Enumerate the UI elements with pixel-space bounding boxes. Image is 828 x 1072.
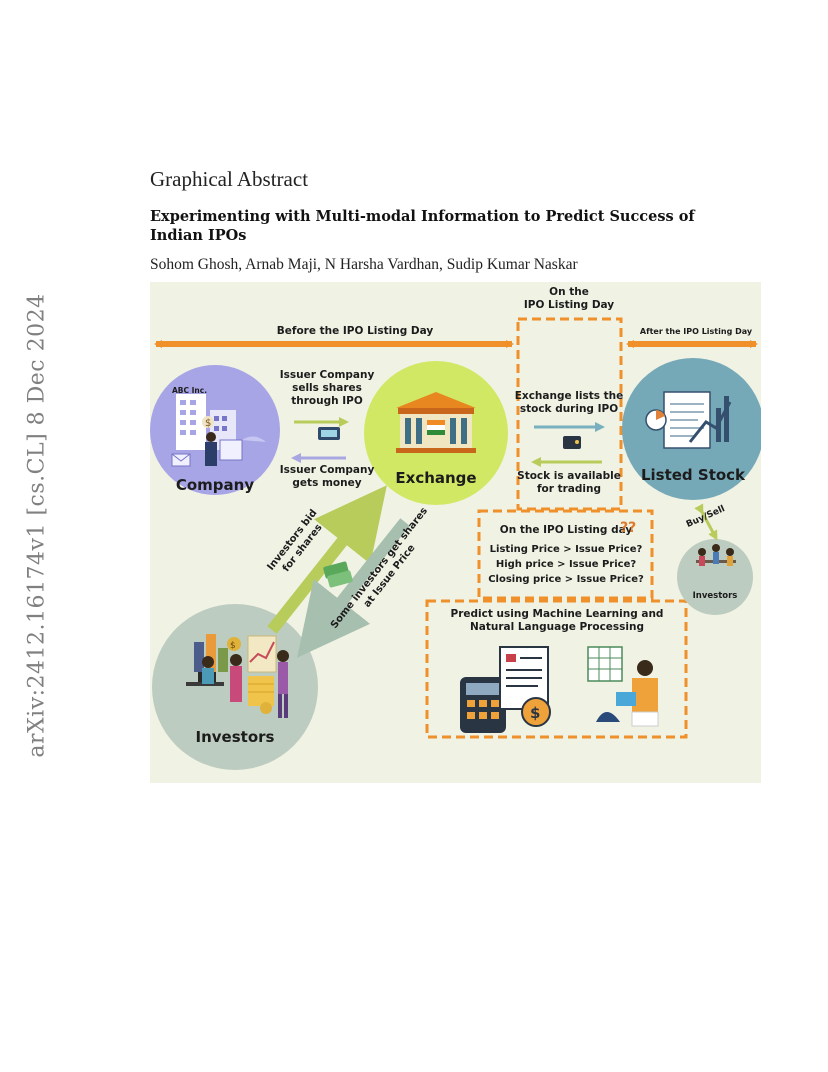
exchange-building-icon (396, 392, 476, 453)
section-title: Graphical Abstract (150, 167, 309, 191)
issuer-sells-label: Issuer Company sells shares through IPO (279, 369, 375, 408)
arxiv-identifier: arXiv:2412.16174v1 [cs.CL] 8 Dec 2024 (24, 292, 50, 758)
paper-title: Experimenting with Multi-modal Informati… (150, 208, 695, 244)
company-label: Company (175, 476, 255, 494)
listing-day-box (516, 317, 623, 511)
listing-question-1: Listing Price > Issue Price? (489, 544, 643, 555)
svg-text:$: $ (230, 641, 236, 651)
company-logo-text: ABC Inc. (172, 386, 208, 395)
question-marks-icon: ?? (620, 520, 637, 536)
graphical-abstract-figure: $ (150, 282, 761, 783)
exchange-label: Exchange (395, 469, 477, 487)
listing-question-2: High price > Issue Price? (495, 559, 637, 570)
svg-text:$: $ (530, 704, 540, 722)
stock-available-label: Stock is available for trading (517, 470, 621, 496)
small-investors-illustration (696, 544, 736, 566)
issuer-money-label: Issuer Company gets money (279, 464, 375, 490)
investors-small-circle (677, 539, 753, 615)
arxiv-margin-stamp: arXiv:2412.16174v1 [cs.CL] 8 Dec 2024 (14, 290, 60, 760)
investors-small-label: Investors (692, 591, 738, 601)
listing-day-title: On the IPO Listing day (499, 524, 633, 536)
wallet-icon (563, 436, 581, 449)
author-list: Sohom Ghosh, Arnab Maji, N Harsha Vardha… (150, 256, 578, 273)
investors-illustration: $ (186, 634, 289, 718)
svg-text:$: $ (205, 418, 211, 429)
buy-sell-arrow (694, 503, 718, 541)
cash-icon (323, 561, 353, 588)
listed-stock-label: Listed Stock (640, 466, 746, 484)
money-note-icon (318, 427, 340, 440)
prediction-illustration: $ (460, 646, 659, 733)
figure-graphics: $ (150, 317, 761, 770)
listing-question-3: Closing price > Issue Price? (488, 574, 644, 585)
investors-label: Investors (195, 728, 275, 746)
company-illustration: $ (171, 394, 266, 467)
exchange-lists-label: Exchange lists the stock during IPO (514, 390, 624, 416)
investors-bid-arrow (267, 485, 387, 634)
timeline-before-label: Before the IPO Listing Day (276, 325, 434, 337)
prediction-box (425, 599, 688, 739)
timeline-after-label: After the IPO Listing Day (639, 327, 753, 336)
listed-stock-illustration (645, 391, 732, 449)
timeline-on-label: On the IPO Listing Day (523, 286, 615, 312)
some-investors-arrow (297, 518, 410, 658)
prediction-label: Predict using Machine Learning and Natur… (450, 608, 664, 634)
listing-questions-box (477, 509, 654, 600)
